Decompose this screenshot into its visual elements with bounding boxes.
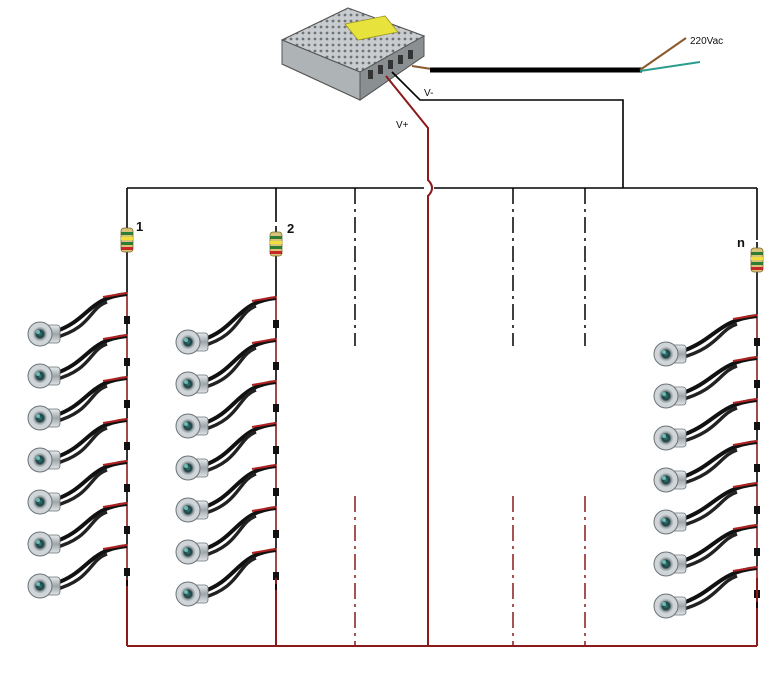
led-icon (27, 502, 130, 557)
string-2-label: 2 (287, 221, 294, 236)
led-icon (653, 356, 760, 409)
led-icon (27, 334, 130, 389)
led-icon (175, 422, 279, 481)
led-icon (27, 544, 130, 599)
led-strings (27, 222, 764, 619)
led-icon (175, 338, 279, 397)
power-supply-icon (280, 7, 426, 101)
v-minus-label: V- (424, 88, 433, 99)
led-icon (653, 482, 760, 535)
v-plus-label: V+ (396, 120, 409, 131)
negative-supply-wire (391, 71, 624, 188)
led-icon (653, 524, 760, 577)
led-icon (175, 380, 279, 439)
led-icon (653, 314, 760, 367)
led-icon (175, 296, 279, 355)
led-icon (175, 464, 279, 523)
led-icon (175, 548, 279, 607)
led-icon (27, 292, 130, 347)
ac-input-cable (411, 37, 701, 73)
negative-bus (126, 187, 758, 240)
led-icon (27, 418, 130, 473)
led-icon (653, 440, 760, 493)
omitted-strings (354, 188, 586, 646)
led-icon (27, 460, 130, 515)
resistor-icon (120, 222, 134, 262)
led-string-n (653, 242, 764, 619)
ac-input-label: 220Vac (690, 36, 723, 47)
led-icon (653, 566, 760, 619)
led-icon (175, 506, 279, 565)
led-string-2 (175, 226, 283, 607)
positive-supply-wire (385, 75, 433, 646)
string-1-label: 1 (136, 219, 143, 234)
string-n-label: n (737, 235, 745, 250)
resistor-icon (750, 242, 764, 282)
led-string-1 (27, 222, 134, 599)
led-icon (653, 398, 760, 451)
resistor-icon (269, 226, 283, 266)
led-icon (27, 376, 130, 431)
